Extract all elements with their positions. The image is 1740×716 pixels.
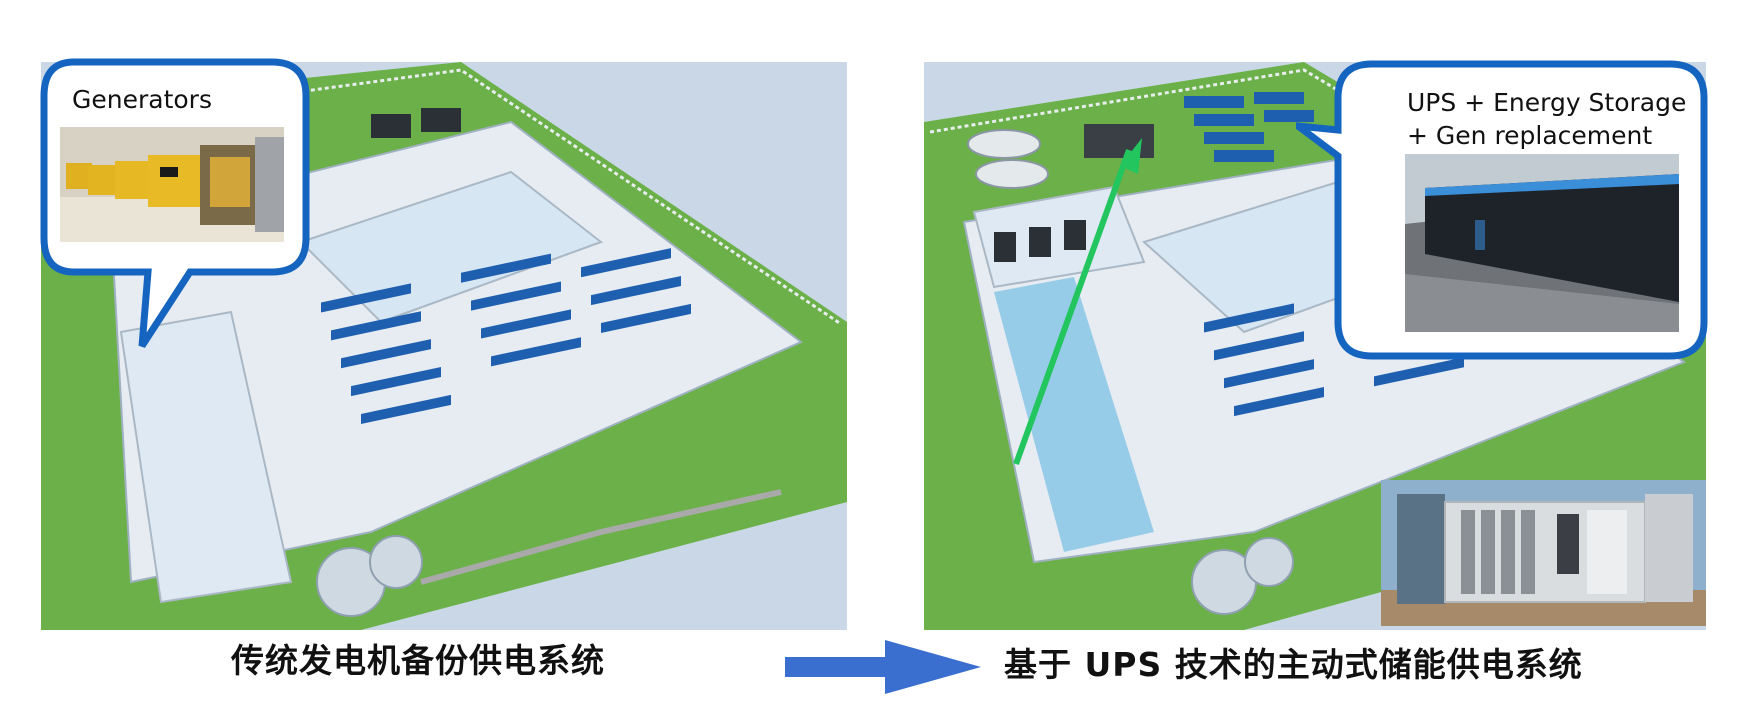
left-datacenter-render: [41, 62, 847, 630]
left-datacenter-illustration: [41, 62, 847, 630]
ups-label-line1: UPS + Energy Storage: [1407, 88, 1687, 117]
energy-storage-photo: [1405, 154, 1679, 332]
bess-container-photo: [1381, 480, 1706, 626]
flow-arrow: [785, 640, 981, 694]
generator-photo: [60, 127, 284, 242]
right-caption: 基于 UPS 技术的主动式储能供电系统: [1004, 645, 1583, 684]
generators-label: Generators: [72, 85, 212, 114]
left-caption: 传统发电机备份供电系统: [231, 641, 605, 680]
ups-label-line2: + Gen replacement: [1407, 121, 1653, 150]
